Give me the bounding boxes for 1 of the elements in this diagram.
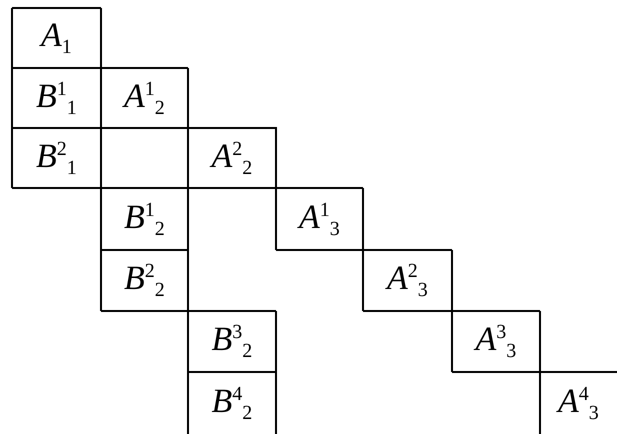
matrix-entry: A$_{1}$ [41,19,72,57]
